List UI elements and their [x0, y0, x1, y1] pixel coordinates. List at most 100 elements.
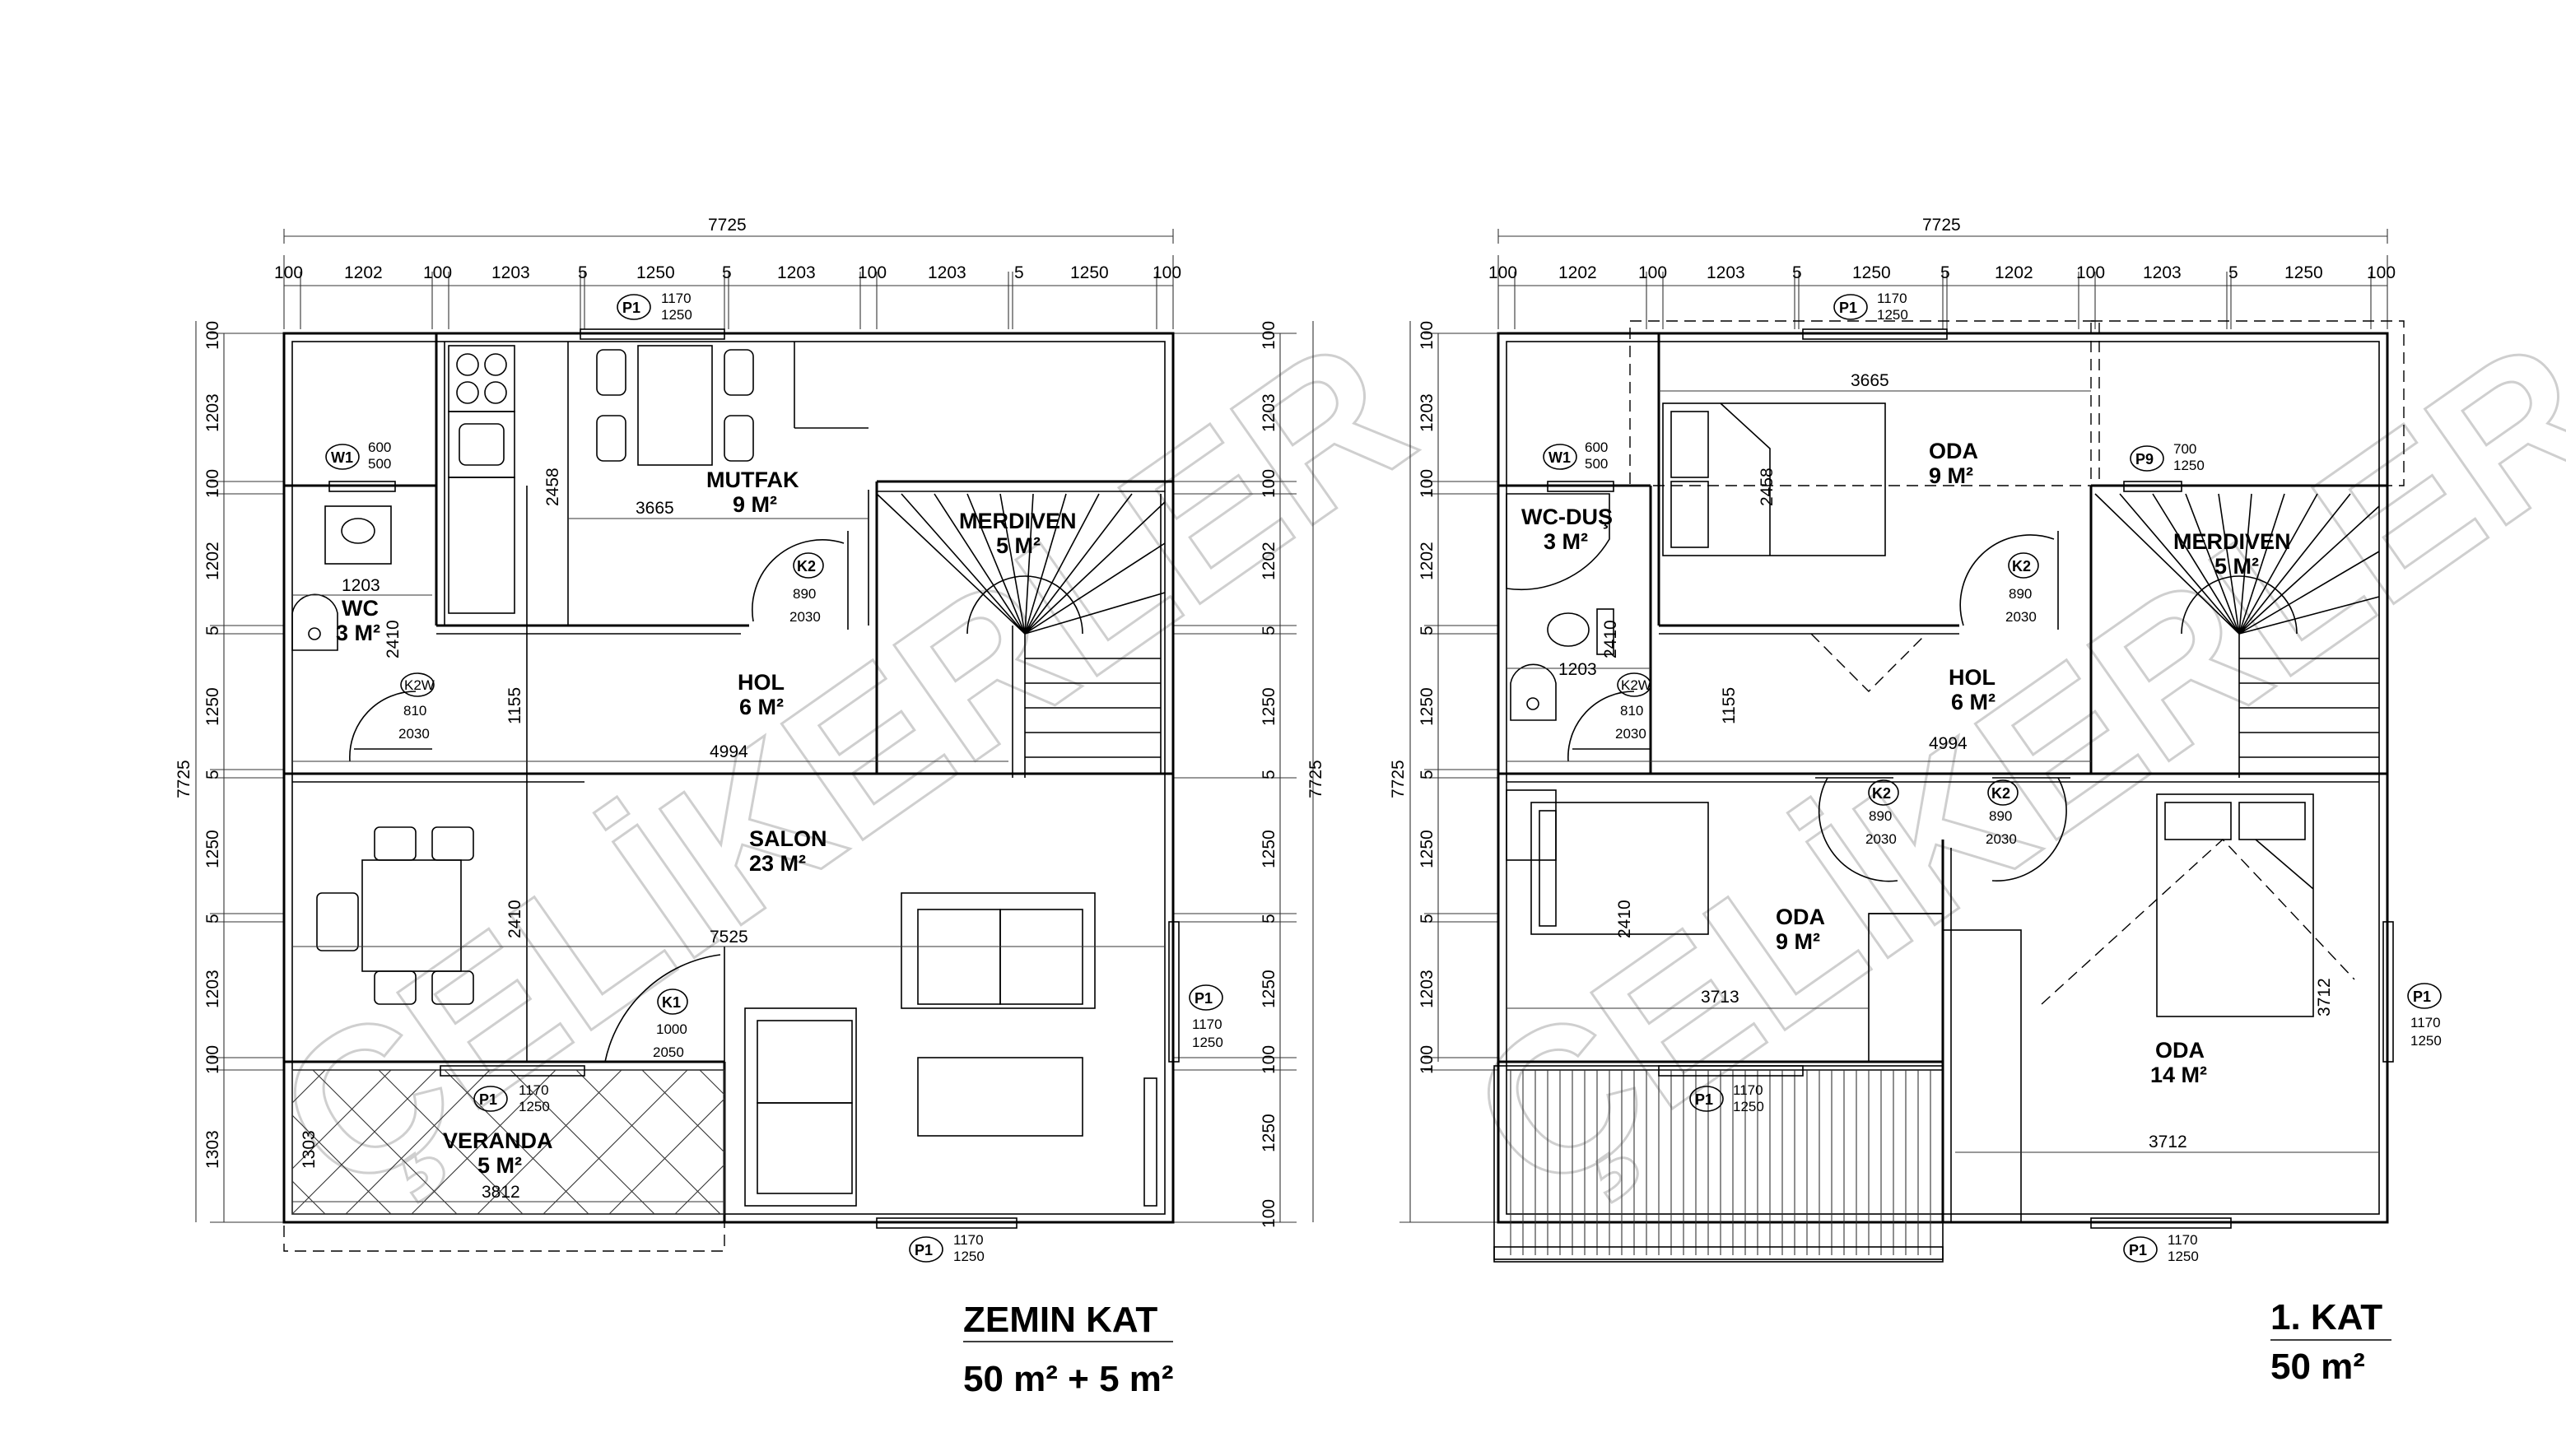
- wc-fixtures-1-kat: [1506, 493, 1614, 721]
- door-tag: K2 890 2030: [1986, 779, 2019, 847]
- dimension-left: 7725 100 1203 100 1202 5 1250 5 1250 5 1…: [1389, 321, 1498, 1223]
- plan-title: 1. KAT: [2270, 1297, 2382, 1337]
- walls-zemin: [282, 332, 1175, 1252]
- opening-mark: K2W: [404, 677, 435, 693]
- stair-1-kat: [2094, 493, 2380, 778]
- dim-top: 100: [2076, 263, 2105, 282]
- room-area-wc-dus: 3 M²: [1544, 529, 1588, 554]
- opening-height: 500: [368, 456, 391, 472]
- room-name-oda: ODA: [1776, 905, 1825, 929]
- plan-title: ZEMIN KAT: [963, 1300, 1157, 1340]
- room-area-hol: 6 M²: [1951, 690, 1996, 714]
- dim-right: 100: [1260, 469, 1278, 498]
- opening-mark: P1: [1195, 990, 1213, 1007]
- opening-mark: W1: [1548, 449, 1571, 466]
- door-tag: K2W 810 2030: [398, 672, 435, 742]
- plan-zemin-kat: 7725 100 1202 100 1203 5 1250 5: [175, 216, 1325, 1399]
- windows-1-kat: [1547, 328, 2394, 1229]
- opening-width: 1170: [1192, 1016, 1222, 1032]
- dim-left: 1202: [203, 542, 222, 580]
- dim-overall-width: 7725: [708, 216, 747, 235]
- opening-mark: K2: [1991, 785, 2010, 802]
- opening-width: 810: [1620, 703, 1643, 719]
- room-name-hol: HOL: [1949, 665, 1996, 690]
- opening-width: 1170: [2410, 1015, 2441, 1030]
- window-tag: W1 600 500: [325, 440, 391, 472]
- room-area-salon: 23 M²: [749, 851, 806, 876]
- opening-mark: W1: [331, 449, 353, 466]
- opening-height: 2030: [1865, 831, 1897, 847]
- opening-height: 1250: [661, 307, 692, 323]
- opening-height: 2030: [789, 609, 821, 625]
- opening-width: 600: [368, 440, 391, 455]
- room-area-oda: 14 M²: [2150, 1063, 2207, 1087]
- opening-tags-1-kat: P1 1170 1250 W1 600 500 P9 700 1250 K2 8…: [1543, 291, 2442, 1264]
- room-area-mutfak: 9 M²: [733, 492, 777, 517]
- dim-inner: 7525: [710, 928, 748, 947]
- dim-inner: 4994: [1929, 734, 1968, 753]
- dim-top: 100: [1153, 263, 1181, 282]
- furniture-1-kat: [1530, 402, 2314, 1017]
- opening-height: 2030: [2005, 609, 2037, 625]
- opening-height: 2030: [1615, 726, 1646, 742]
- plan-subtitle: 50 m² + 5 m²: [963, 1359, 1174, 1399]
- opening-mark: P1: [479, 1091, 497, 1108]
- opening-height: 2030: [1986, 831, 2017, 847]
- room-name-mutfak: MUTFAK: [706, 468, 799, 492]
- room-area-hol: 6 M²: [739, 695, 784, 719]
- window-tag: P1 1170 1250: [617, 291, 692, 323]
- opening-width: 600: [1585, 440, 1608, 455]
- window-tag: W1 600 500: [1543, 440, 1608, 472]
- door-tag: K2W 810 2030: [1615, 672, 1651, 742]
- window-tag: P1 1170 1250: [473, 1082, 550, 1114]
- dim-left: 1203: [203, 970, 222, 1008]
- dimension-top-overall: 7725: [1497, 216, 2388, 244]
- dim-left: 1203: [203, 393, 222, 432]
- dim-left: 5: [203, 626, 222, 635]
- opening-height: 500: [1585, 456, 1608, 472]
- opening-mark: K2: [797, 558, 816, 574]
- room-labels-1-kat: ODA 9 M² WC-DUŞ 3 M² MERDIVEN 5 M² HOL 6…: [1521, 439, 2291, 1087]
- dim-inner: 3712: [2149, 1133, 2187, 1151]
- door-tag: K2 890 2030: [789, 552, 824, 625]
- dim-top: 1202: [1558, 263, 1597, 282]
- opening-mark: P1: [2413, 988, 2431, 1005]
- dim-right: 1203: [1260, 393, 1278, 432]
- dimension-top-overall: 7725: [283, 216, 1174, 244]
- watermark-right: ÇELİKERLER: [1432, 294, 2566, 1239]
- dim-inner: 3665: [1851, 371, 1889, 390]
- dim-top: 100: [858, 263, 887, 282]
- dim-inner: 1203: [1558, 660, 1597, 679]
- opening-width: 1170: [2168, 1232, 2198, 1248]
- opening-width: 700: [2173, 441, 2196, 457]
- dim-right: 5: [1260, 914, 1278, 923]
- dim-top: 5: [1014, 263, 1024, 282]
- dim-right: 1250: [1260, 1114, 1278, 1152]
- opening-height: 1250: [519, 1099, 550, 1114]
- opening-mark: P1: [622, 300, 640, 316]
- opening-tags-zemin: P1 1170 1250 W1 600 500 K2 890 2030 K2W …: [325, 291, 1223, 1264]
- dim-overall-height: 7725: [1389, 760, 1408, 798]
- dim-overall-width: 7725: [1922, 216, 1961, 235]
- dimension-left: 7725 100 1203 100 1202 5 1250 5 1250 5 1…: [175, 321, 284, 1223]
- opening-width: 1170: [953, 1232, 984, 1248]
- dim-right: 1250: [1260, 970, 1278, 1008]
- dim-right: 1250: [1260, 687, 1278, 726]
- opening-height: 1250: [1877, 307, 1908, 323]
- dim-top: 5: [2228, 263, 2238, 282]
- dim-top: 1250: [1070, 263, 1109, 282]
- dim-left: 5: [1418, 770, 1437, 779]
- dim-inner: 2410: [505, 900, 524, 938]
- opening-mark: K2W: [1621, 677, 1651, 693]
- watermark-left: ÇELİKERLER: [238, 294, 1449, 1239]
- opening-height: 1250: [2410, 1033, 2442, 1049]
- opening-width: 810: [403, 703, 426, 719]
- dim-right: 100: [1260, 1045, 1278, 1074]
- dim-top: 5: [1940, 263, 1950, 282]
- dim-left: 1250: [1418, 687, 1437, 726]
- dim-top: 1250: [2284, 263, 2323, 282]
- opening-height: 1250: [1192, 1035, 1223, 1050]
- watermark-text: ÇELİKERLER: [239, 295, 1447, 1238]
- window-tag: P9 700 1250: [2130, 441, 2205, 473]
